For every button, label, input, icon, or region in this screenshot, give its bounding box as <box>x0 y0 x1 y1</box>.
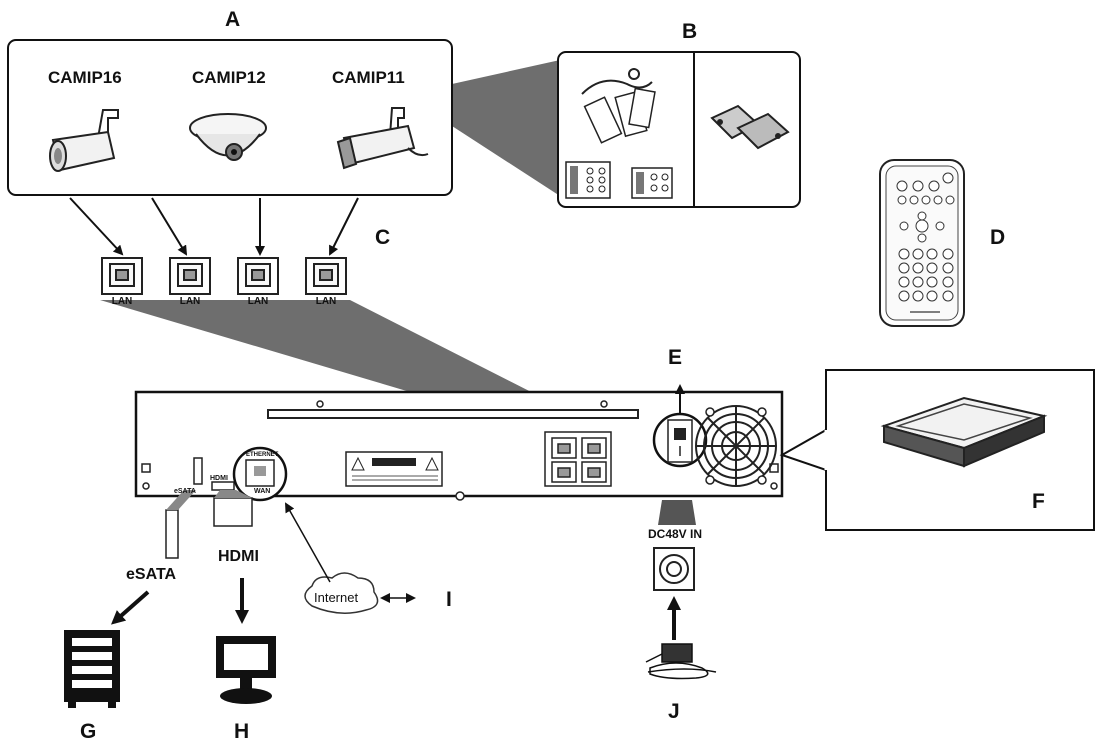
projection-wedge-b <box>452 60 560 196</box>
terminal-block-icon <box>631 167 673 199</box>
power-adapter-icon <box>645 643 717 680</box>
label-j: J <box>668 700 680 723</box>
lan-label: LAN <box>247 296 269 307</box>
esata-port <box>193 457 203 485</box>
lan-label: LAN <box>111 296 133 307</box>
label-e: E <box>668 346 683 369</box>
box-camera-icon <box>336 107 429 170</box>
label-c: C <box>375 226 391 249</box>
label-a: A <box>225 8 241 31</box>
hdmi-port <box>211 481 235 491</box>
camera-to-lan-arrow <box>329 197 359 256</box>
monitor-icon <box>216 636 276 704</box>
panel-lan-ports <box>544 431 612 487</box>
hard-drive-icon <box>880 396 1048 468</box>
fan-grille <box>695 405 777 487</box>
internet-label: Internet <box>314 590 359 605</box>
label-f: F <box>1032 490 1045 513</box>
label-i: I <box>446 588 452 611</box>
hard-drive-box <box>779 369 1095 531</box>
alarm-cable-icon <box>581 68 656 144</box>
camera-to-lan-arrow <box>69 197 124 256</box>
panel-ethernet-text: ETHERNET <box>246 452 279 458</box>
warning-label <box>345 451 443 487</box>
camera-name-camip16: CAMIP16 <box>48 68 122 87</box>
lan-label: LAN <box>315 296 337 307</box>
dc-in-label: DC48V IN <box>648 527 703 541</box>
camera-name-camip11: CAMIP11 <box>332 68 405 87</box>
door-sensor-icon <box>710 104 790 150</box>
dc-power-jack <box>653 547 695 591</box>
hdmi-label: HDMI <box>218 548 259 565</box>
cloud-icon <box>304 572 379 614</box>
projection-wedge-dc <box>658 500 696 525</box>
accessory-box <box>557 51 801 208</box>
camera-group-box <box>7 39 453 196</box>
power-switch <box>667 419 693 463</box>
label-h: H <box>234 720 250 743</box>
panel-wan-text: WAN <box>254 488 271 495</box>
external-drive-icon <box>64 630 120 708</box>
remote-control-icon <box>879 159 965 327</box>
esata-label: eSATA <box>126 566 177 583</box>
esata-cable <box>165 509 179 559</box>
internet-link-line <box>285 502 331 583</box>
lan-label: LAN <box>179 296 201 307</box>
nvr-rear-panel <box>134 390 784 502</box>
label-g: G <box>80 720 97 743</box>
lan-port-jacks <box>101 257 347 295</box>
hdmi-cable <box>213 497 253 527</box>
label-b: B <box>682 20 698 43</box>
bullet-camera-icon <box>49 109 119 172</box>
camera-name-camip12: CAMIP12 <box>192 68 266 87</box>
label-d: D <box>990 226 1006 249</box>
terminal-block-icon <box>565 161 611 199</box>
esata-arrow <box>111 590 150 625</box>
panel-esata-text: eSATA <box>174 488 196 495</box>
panel-hdmi-text: HDMI <box>210 475 228 482</box>
dome-camera-icon <box>189 113 267 161</box>
camera-to-lan-arrow <box>151 197 188 256</box>
